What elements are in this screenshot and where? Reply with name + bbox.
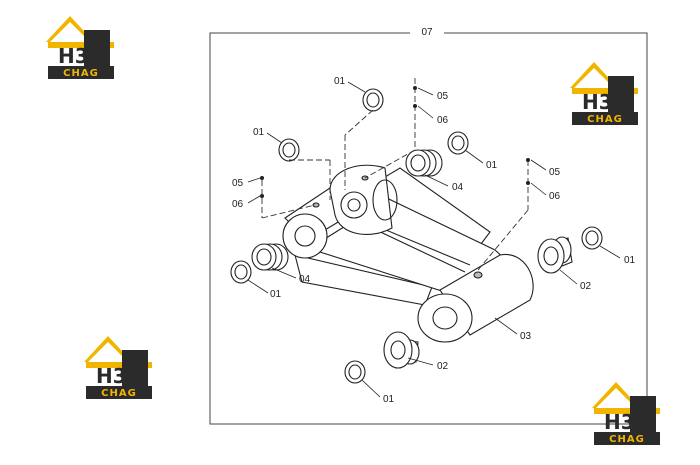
washer-upper-right: [447, 131, 469, 155]
svg-text:CHAG: CHAG: [587, 114, 623, 125]
svg-text:CHAG: CHAG: [609, 434, 645, 445]
washer-top-center: [362, 88, 384, 112]
washer-left: [230, 260, 252, 284]
callout-labels: 01 05 06 01 01 04 05 06 05 06 01 04 01 0…: [232, 76, 636, 405]
watermark-logo: H3 CHAG: [570, 62, 638, 125]
watermark-logo: H3 CHAG: [84, 336, 152, 399]
callout-04: 04: [452, 182, 464, 193]
washer-bottom: [344, 360, 366, 384]
callout-01: 01: [624, 255, 636, 266]
callout-06: 06: [549, 191, 561, 202]
watermark-logo: H3 CHAG: [592, 382, 660, 445]
bushing-bottom: [383, 331, 420, 369]
callout-01: 01: [270, 289, 282, 300]
watermark-logo: H3 CHAG: [46, 16, 114, 79]
group-number: 07: [421, 27, 433, 38]
callout-02: 02: [580, 281, 592, 292]
leader-lines: [247, 81, 621, 398]
callout-01: 01: [253, 127, 265, 138]
callout-05: 05: [232, 178, 244, 189]
bushing-right: [537, 236, 573, 274]
washer-top-left: [278, 138, 300, 162]
callout-03: 03: [520, 331, 532, 342]
svg-text:H3: H3: [58, 44, 89, 68]
washers-and-bushings: [230, 88, 603, 384]
callout-01: 01: [486, 160, 498, 171]
callout-06: 06: [232, 199, 244, 210]
grease-fittings: [260, 86, 530, 198]
assembly-axis-lines: [261, 78, 529, 271]
callout-02: 02: [437, 361, 449, 372]
callout-01: 01: [383, 394, 395, 405]
link-arm-body: [282, 164, 534, 343]
seal-left: [251, 243, 289, 271]
callout-06: 06: [437, 115, 449, 126]
svg-text:CHAG: CHAG: [101, 388, 137, 399]
svg-text:H3: H3: [582, 90, 613, 114]
callout-01: 01: [334, 76, 346, 87]
callout-04: 04: [299, 274, 311, 285]
callout-05: 05: [549, 167, 561, 178]
seal-upper: [405, 149, 443, 177]
svg-text:H3: H3: [604, 410, 635, 434]
callout-05: 05: [437, 91, 449, 102]
washer-right: [581, 226, 603, 250]
svg-text:CHAG: CHAG: [63, 68, 99, 79]
svg-text:H3: H3: [96, 364, 127, 388]
